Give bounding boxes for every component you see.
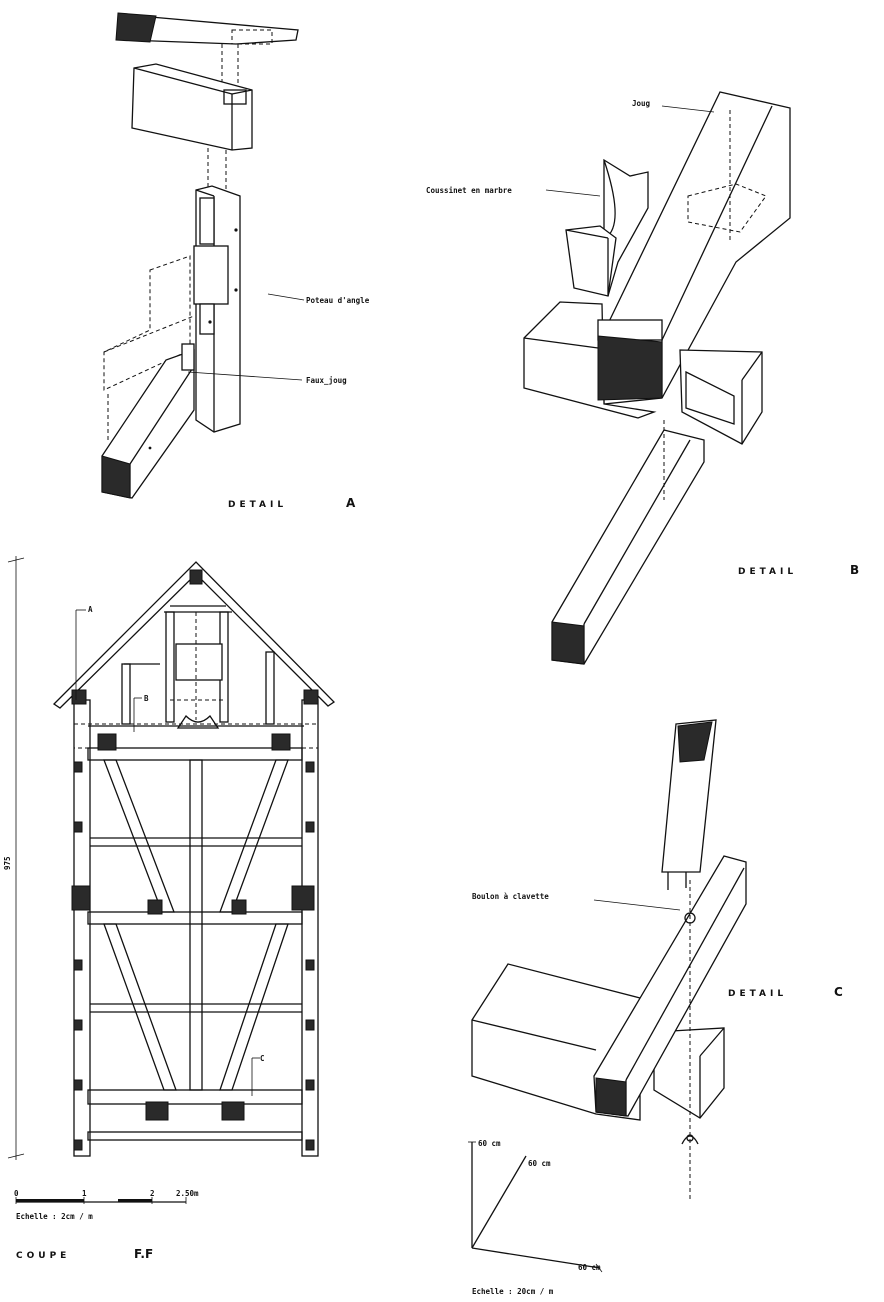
section-ff-drawing [7,556,336,1160]
detail-b-drawing [523,91,791,665]
axis-horizontal-label: 60 cm [578,1263,601,1272]
section-marker-a: A [88,605,93,614]
section-marker-b: B [144,694,149,703]
corner-post-label: Poteau d'angle [306,296,370,305]
detail-c-letter: C [834,985,843,999]
axis-vertical-label: 60 cm [478,1139,501,1148]
section-title: COUPE [16,1251,70,1261]
scale-tick-1: 1 [82,1189,87,1198]
yoke-label: Joug [632,99,651,108]
section-title-letters: F.F [134,1247,153,1261]
section-marker-c: C [260,1054,265,1063]
detail-c-title: DETAIL [728,989,787,999]
detail-b-title: DETAIL [738,567,797,577]
wedge-bolt-label: Boulon à clavette [472,892,549,901]
detail-c-drawing [471,719,747,1200]
detail-a-letter: A [346,496,356,510]
scale-tick-end: 2.50m [176,1189,199,1198]
scale-tick-0: 0 [14,1189,19,1198]
section-scale-bar [15,1197,187,1204]
detail-a-title: DETAIL [228,500,287,510]
section-height-dimension: 975 [3,856,12,870]
scale-axes [468,1141,603,1273]
axis-diagonal-label: 60 cm [528,1159,551,1168]
axes-scale-caption: Echelle : 20cm / m [472,1287,554,1296]
marble-bearing-label: Coussinet en marbre [426,186,512,195]
scale-tick-2: 2 [150,1189,155,1198]
detail-a-drawing [101,12,305,499]
false-yoke-label: Faux_joug [306,376,347,385]
section-scale-caption: Echelle : 2cm / m [16,1212,93,1221]
detail-b-letter: B [850,563,859,577]
